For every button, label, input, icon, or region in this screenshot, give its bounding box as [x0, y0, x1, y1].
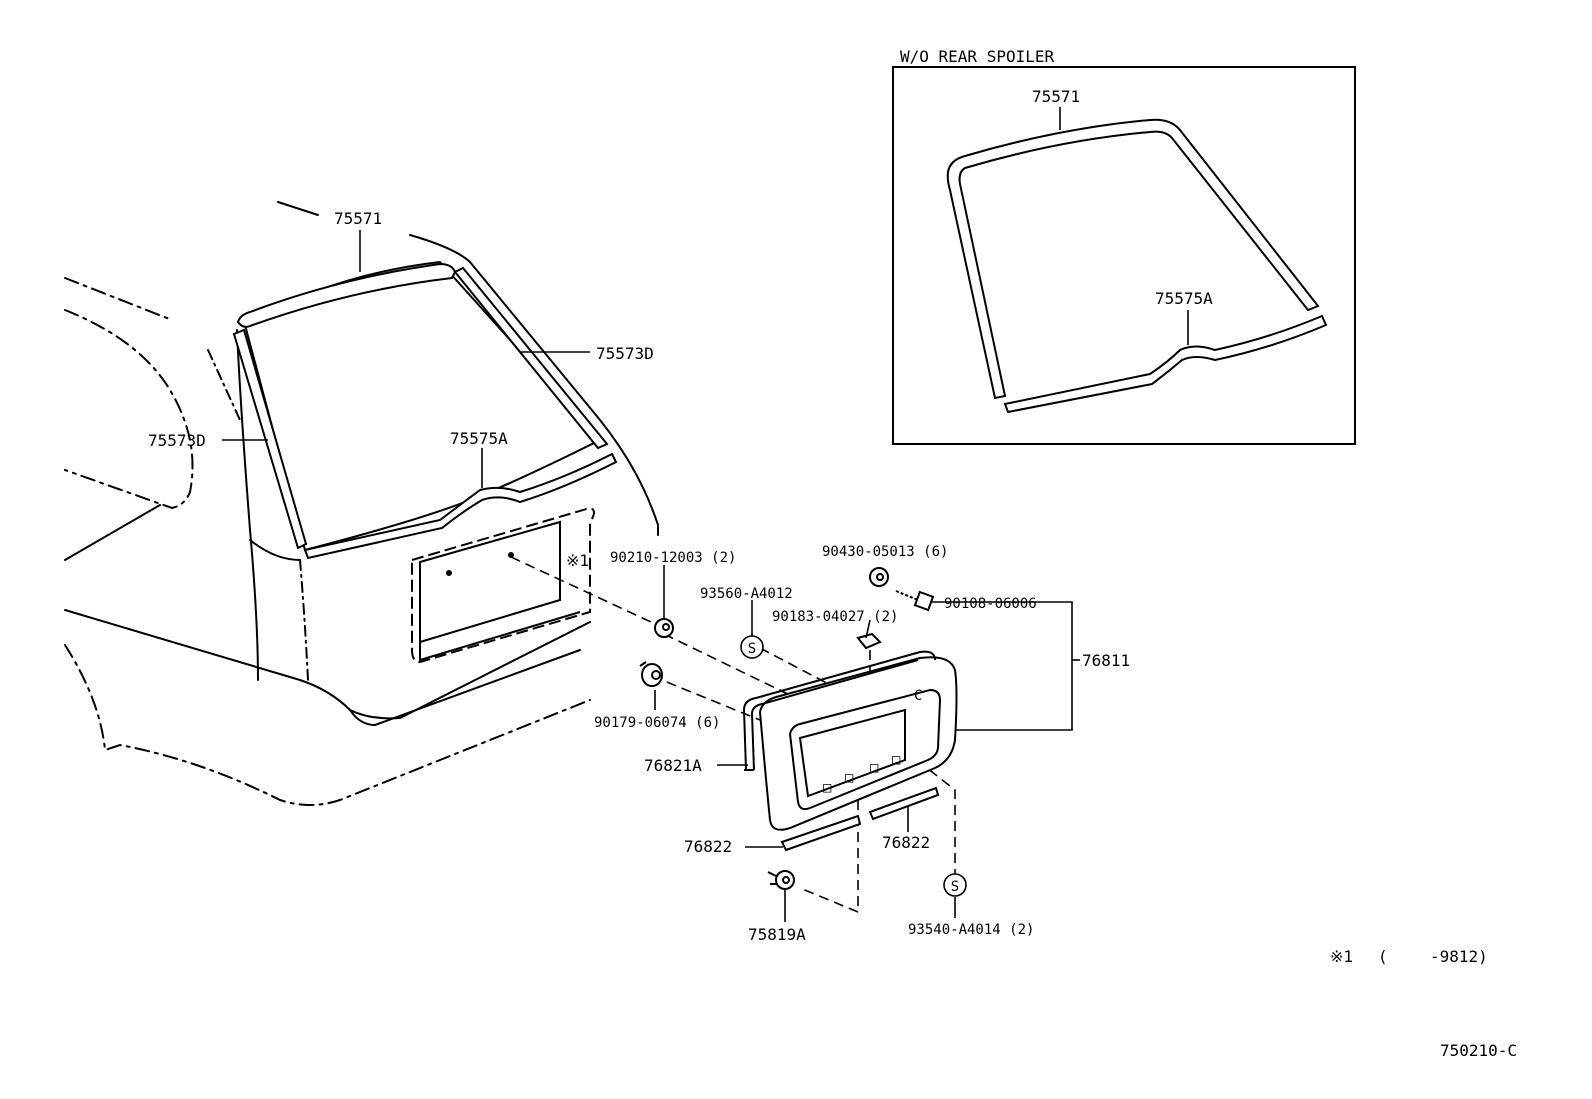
label-76811: 76811: [1082, 651, 1130, 670]
garnish-marker-1: □: [823, 780, 832, 796]
footnote-open: (: [1378, 947, 1388, 966]
label-75571-inset: 75571: [1032, 87, 1080, 106]
molding-75571-main: [236, 262, 457, 328]
inset-title: W/O REAR SPOILER: [900, 47, 1054, 66]
strip-76822-left: [780, 814, 862, 852]
garnish-76811: □ □ □ □: [758, 656, 958, 831]
garnish-marker-3: □: [870, 760, 879, 776]
molding-75573d-right: [453, 266, 609, 450]
footnote-range: -9812): [1430, 947, 1488, 966]
label-75573d-left: 75573D: [148, 431, 206, 450]
garnish-marker-4: □: [892, 752, 901, 768]
clip-75819a-icon: [767, 870, 795, 890]
molding-75571-inset: [946, 118, 1320, 400]
label-75575a-main: 75575A: [450, 429, 508, 448]
screw-symbol-s1-text: S: [748, 641, 756, 657]
screw-symbol-s2-text: S: [951, 879, 959, 895]
nut-90210-icon: [654, 618, 674, 638]
garnish-marker-2: □: [845, 770, 854, 786]
label-75573d-right: 75573D: [596, 344, 654, 363]
label-93540: 93540-A4014 (2): [908, 922, 1034, 938]
screw-90108-icon: [895, 590, 935, 612]
molding-75573d-left: [232, 328, 308, 550]
nut-90430-icon: [869, 567, 889, 587]
clip-90179-icon: [639, 661, 663, 687]
footnote-mark: ※1: [1330, 947, 1353, 966]
diagram-code: 750210-C: [1440, 1041, 1517, 1060]
screw-symbol-s2: S: [943, 873, 967, 897]
footnote: ※1 ( -9812): [1330, 947, 1488, 966]
label-75575a-inset: 75575A: [1155, 289, 1213, 308]
label-90183: 90183-04027 (2): [772, 609, 898, 625]
molding-75575a-inset: [1003, 314, 1328, 414]
screw-symbol-s1: S: [740, 635, 764, 659]
inset-panel: W/O REAR SPOILER: [892, 47, 1356, 445]
label-plate-c: C: [914, 688, 922, 704]
label-76822-left: 76822: [684, 837, 732, 856]
label-76822-right: 76822: [882, 833, 930, 852]
label-90108: 90108-06006: [944, 596, 1037, 612]
strip-76822-right: [868, 786, 940, 821]
vehicle-body-outline: [64, 201, 659, 806]
license-recess: [411, 506, 595, 664]
weatherstrip-76821a: [742, 650, 936, 771]
label-90179: 90179-06074 (6): [594, 715, 720, 731]
label-93560: 93560-A4012: [700, 586, 793, 602]
label-75819a: 75819A: [748, 925, 806, 944]
label-90430: 90430-05013 (6): [822, 544, 948, 560]
label-76821a: 76821A: [644, 756, 702, 775]
molding-75575a-main: [303, 452, 618, 560]
label-90210: 90210-12003 (2): [610, 550, 736, 566]
leader-lines: [222, 230, 1080, 922]
label-ref1: ※1: [566, 551, 589, 570]
label-75571-main: 75571: [334, 209, 382, 228]
clip-90183-icon: [856, 632, 882, 650]
